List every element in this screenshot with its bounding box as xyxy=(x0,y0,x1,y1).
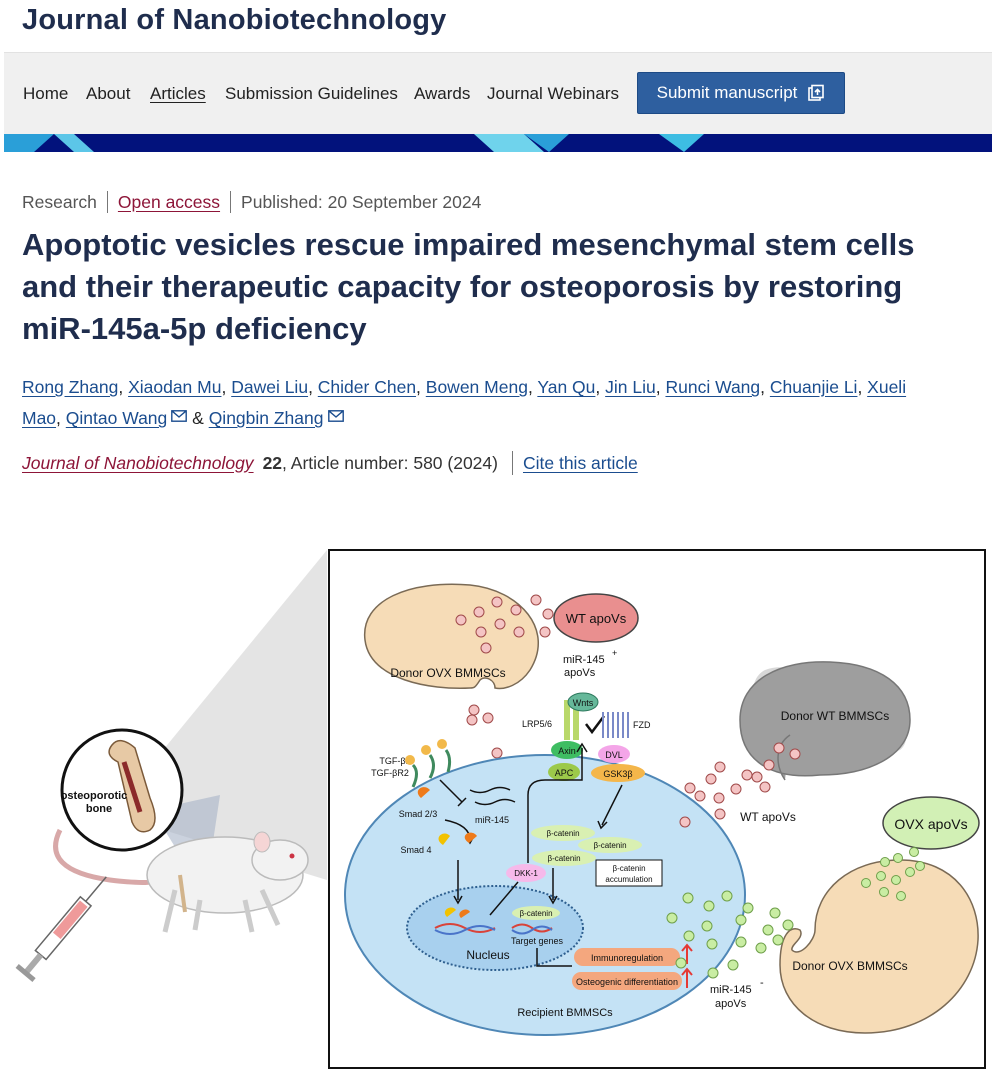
volume-number: 22 xyxy=(263,453,282,474)
nucleus-label: Nucleus xyxy=(466,948,509,962)
author-link[interactable]: Xiaodan Mu xyxy=(128,377,221,397)
banner-pattern xyxy=(4,134,992,152)
bone-label: bone xyxy=(86,803,112,815)
recipient-label: Recipient BMMSCs xyxy=(517,1007,613,1019)
plus-sign: + xyxy=(612,648,617,658)
journal-title[interactable]: Journal of Nanobiotechnology xyxy=(22,4,447,37)
graphical-abstract[interactable]: osteoporotic bone Donor OVX BMMSCs xyxy=(0,540,992,1088)
donor-ovx-top-label: Donor OVX BMMSCs xyxy=(390,666,505,680)
wnts-label: Wnts xyxy=(573,698,594,708)
nav-home[interactable]: Home xyxy=(23,84,68,104)
author-link[interactable]: Jin Liu xyxy=(605,377,656,397)
nav-about[interactable]: About xyxy=(86,84,130,104)
author-separator: , xyxy=(857,377,867,397)
smad23-label: Smad 2/3 xyxy=(399,809,438,819)
osteoporotic-label: osteoporotic xyxy=(61,790,128,802)
meta-divider xyxy=(107,191,108,213)
article-type: Research xyxy=(22,192,97,213)
author-link[interactable]: Chuanjie Li xyxy=(770,377,858,397)
apovs-label: apoVs xyxy=(564,667,596,679)
apc-label: APC xyxy=(555,768,574,778)
ovx-apovs-bubble-label: OVX apoVs xyxy=(894,816,967,832)
published-date: Published: 20 September 2024 xyxy=(241,192,481,213)
main-nav: Home About Articles Submission Guideline… xyxy=(4,52,992,134)
citation-line: Journal of Nanobiotechnology 22 , Articl… xyxy=(22,451,638,475)
author-link[interactable]: Qingbin Zhang xyxy=(209,408,324,428)
mouse-panel: osteoporotic bone xyxy=(16,550,327,982)
external-link-icon xyxy=(807,84,825,102)
bcat-accum-2: accumulation xyxy=(605,875,652,884)
author-separator: , xyxy=(760,377,770,397)
author-separator: & xyxy=(187,408,208,428)
author-link[interactable]: Chider Chen xyxy=(318,377,416,397)
citation-divider xyxy=(512,451,513,475)
author-separator: , xyxy=(221,377,231,397)
bcatenin-3: β-catenin xyxy=(547,854,580,863)
article-number: , Article number: 580 (2024) xyxy=(282,453,498,474)
bcat-accum-1: β-catenin xyxy=(612,864,645,873)
dkk1-label: DKK-1 xyxy=(514,869,538,878)
cite-this-article-link[interactable]: Cite this article xyxy=(523,453,638,474)
osteogenic-label: Osteogenic differentiation xyxy=(576,977,678,987)
apovs-minus-label: apoVs xyxy=(715,998,747,1010)
envelope-icon[interactable] xyxy=(171,410,187,422)
author-separator: , xyxy=(308,377,318,397)
wt-apovs-label: WT apoVs xyxy=(740,810,796,824)
dvl-label: DVL xyxy=(605,750,623,760)
submit-manuscript-label: Submit manuscript xyxy=(657,83,798,103)
author-link[interactable]: Runci Wang xyxy=(665,377,760,397)
meta-divider xyxy=(230,191,231,213)
author-list: Rong Zhang, Xiaodan Mu, Dawei Liu, Chide… xyxy=(22,372,922,434)
author-link[interactable]: Rong Zhang xyxy=(22,377,118,397)
bcatenin-1: β-catenin xyxy=(546,829,579,838)
article-title: Apoptotic vesicles rescue impaired mesen… xyxy=(22,224,942,350)
mir145-plus-label: miR-145 xyxy=(563,654,605,666)
smad4-label: Smad 4 xyxy=(400,845,431,855)
wt-apovs-bubble-label: WT apoVs xyxy=(566,611,627,626)
axin-label: Axin xyxy=(558,746,576,756)
mir145-inside-label: miR-145 xyxy=(475,815,509,825)
envelope-icon[interactable] xyxy=(328,410,344,422)
gsk3b-label: GSK3β xyxy=(603,769,632,779)
donor-wt-label: Donor WT BMMSCs xyxy=(781,709,889,723)
fzd-label: FZD xyxy=(633,720,651,730)
lrp56-label: LRP5/6 xyxy=(522,719,552,729)
donor-ovx-bottom-label: Donor OVX BMMSCs xyxy=(792,959,907,973)
author-separator: , xyxy=(528,377,537,397)
nav-submission-guidelines[interactable]: Submission Guidelines xyxy=(225,84,398,104)
bcatenin-2: β-catenin xyxy=(593,841,626,850)
author-link[interactable]: Qintao Wang xyxy=(66,408,168,428)
nav-awards[interactable]: Awards xyxy=(414,84,470,104)
author-separator: , xyxy=(56,408,66,428)
minus-sign: - xyxy=(760,977,764,989)
author-link[interactable]: Bowen Meng xyxy=(426,377,528,397)
immunoregulation-label: Immunoregulation xyxy=(591,953,663,963)
article-meta: Research Open access Published: 20 Septe… xyxy=(22,191,481,213)
nav-articles[interactable]: Articles xyxy=(150,84,206,104)
submit-manuscript-button[interactable]: Submit manuscript xyxy=(637,72,845,114)
author-separator: , xyxy=(656,377,666,397)
author-separator: , xyxy=(118,377,128,397)
author-separator: , xyxy=(595,377,605,397)
author-link[interactable]: Dawei Liu xyxy=(231,377,308,397)
author-separator: , xyxy=(416,377,426,397)
nav-journal-webinars[interactable]: Journal Webinars xyxy=(487,84,619,104)
bcatenin-nucleus: β-catenin xyxy=(519,909,552,918)
journal-banner xyxy=(4,134,992,152)
author-link[interactable]: Yan Qu xyxy=(537,377,595,397)
graphical-abstract-svg: osteoporotic bone Donor OVX BMMSCs xyxy=(0,540,992,1088)
target-genes-label: Target genes xyxy=(511,936,564,946)
mir145-minus-label: miR-145 xyxy=(710,984,752,996)
open-access-link[interactable]: Open access xyxy=(118,192,220,213)
tgfbr2-label: TGF-βR2 xyxy=(371,768,409,778)
journal-link[interactable]: Journal of Nanobiotechnology xyxy=(22,453,254,474)
